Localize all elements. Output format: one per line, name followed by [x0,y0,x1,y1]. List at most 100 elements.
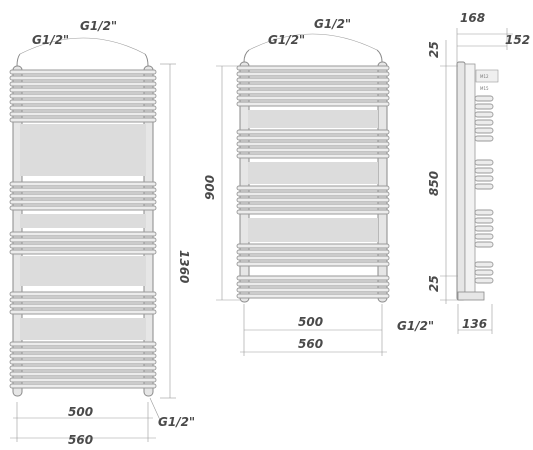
middle-bar [236,197,390,203]
side-bar-end [474,103,494,110]
middle-panel-band [248,162,378,184]
left-bar [9,359,157,365]
left-bar [9,231,157,237]
middle-bar [236,261,390,267]
side-bar-end [474,111,494,118]
middle-bar [236,101,390,107]
left-bar [9,365,157,371]
middle-bar [236,83,390,89]
side-bar-end [474,233,494,240]
left-height-label: 1360 [177,250,191,283]
left-width-axis-label: 500 [68,405,93,419]
middle-bar [236,191,390,197]
left-top-inlet [16,53,21,67]
middle-bar [236,249,390,255]
left-radiator-view [9,37,176,442]
side-bar-end [474,209,494,216]
left-bar [9,111,157,117]
left-connection-top-right: G1/2" [80,19,117,33]
middle-bar [236,135,390,141]
side-collector [456,61,466,301]
middle-bar [236,71,390,77]
side-axis-height-label: 850 [427,171,441,196]
left-bar [9,187,157,193]
left-bar [9,377,157,383]
left-top-outlet [144,53,149,67]
left-panel-band [20,214,146,228]
middle-connection-top-left: G1/2" [268,33,305,47]
middle-height-label: 900 [203,175,217,200]
left-bar [9,105,157,111]
side-bottom-offset-label: 25 [427,275,441,292]
left-panel-band [20,256,146,286]
left-bar [9,353,157,359]
left-bar [9,81,157,87]
left-bar [9,309,157,315]
side-bar-end [474,225,494,232]
side-depth-base-label: 136 [462,317,487,331]
middle-bar [236,89,390,95]
side-depth-inner-label: 152 [505,33,530,47]
middle-radiator-bars [236,65,390,299]
side-bar-end [474,277,494,284]
middle-width-axis-label: 500 [298,315,323,329]
side-bar-end [474,175,494,182]
middle-bar [236,255,390,261]
left-connection-top-left: G1/2" [32,33,69,47]
middle-panel-band [248,110,378,128]
left-bar [9,341,157,347]
middle-bar [236,281,390,287]
middle-bar [236,153,390,159]
left-bar [9,383,157,389]
side-bar-end [474,241,494,248]
middle-bar [236,209,390,215]
middle-top-arc [248,33,378,51]
middle-bar [236,203,390,209]
middle-bar [236,77,390,83]
side-connection-label: G1/2" [397,319,434,333]
middle-radiator-view [216,33,390,356]
side-bar-end [474,95,494,102]
svg-text:M12: M12 [480,74,489,79]
side-bar-end [474,159,494,166]
middle-bar [236,141,390,147]
side-bottom-fitting [457,291,485,301]
side-radiator-bars [474,95,494,284]
left-bar [9,69,157,75]
left-bar [9,205,157,211]
left-bar [9,249,157,255]
middle-bar [236,293,390,299]
left-bar [9,75,157,81]
side-top-bracket [475,69,499,83]
left-panel-band [20,318,146,340]
left-bar [9,193,157,199]
left-bar [9,303,157,309]
left-panel-band [20,124,146,176]
middle-connection-top-right: G1/2" [314,17,351,31]
left-top-arc [19,37,146,55]
svg-text:M15: M15 [480,86,489,91]
middle-width-total-label: 560 [298,337,323,351]
left-bar [9,371,157,377]
left-bar [9,99,157,105]
left-radiator-bars [9,69,157,389]
side-bar-end [474,269,494,276]
side-bar-end [474,119,494,126]
middle-bar [236,65,390,71]
side-bar-end [474,127,494,134]
side-bar-end [474,217,494,224]
side-bar-end [474,135,494,142]
middle-bar [236,129,390,135]
left-connection-bottom: G1/2" [158,415,195,429]
left-bar [9,93,157,99]
left-bar [9,347,157,353]
middle-bar [236,243,390,249]
middle-panel-band [248,218,378,242]
side-top-offset-label: 25 [427,41,441,58]
middle-bar [236,95,390,101]
left-width-total-label: 560 [68,433,93,447]
side-bar-end [474,183,494,190]
left-bar [9,117,157,123]
left-bar [9,291,157,297]
